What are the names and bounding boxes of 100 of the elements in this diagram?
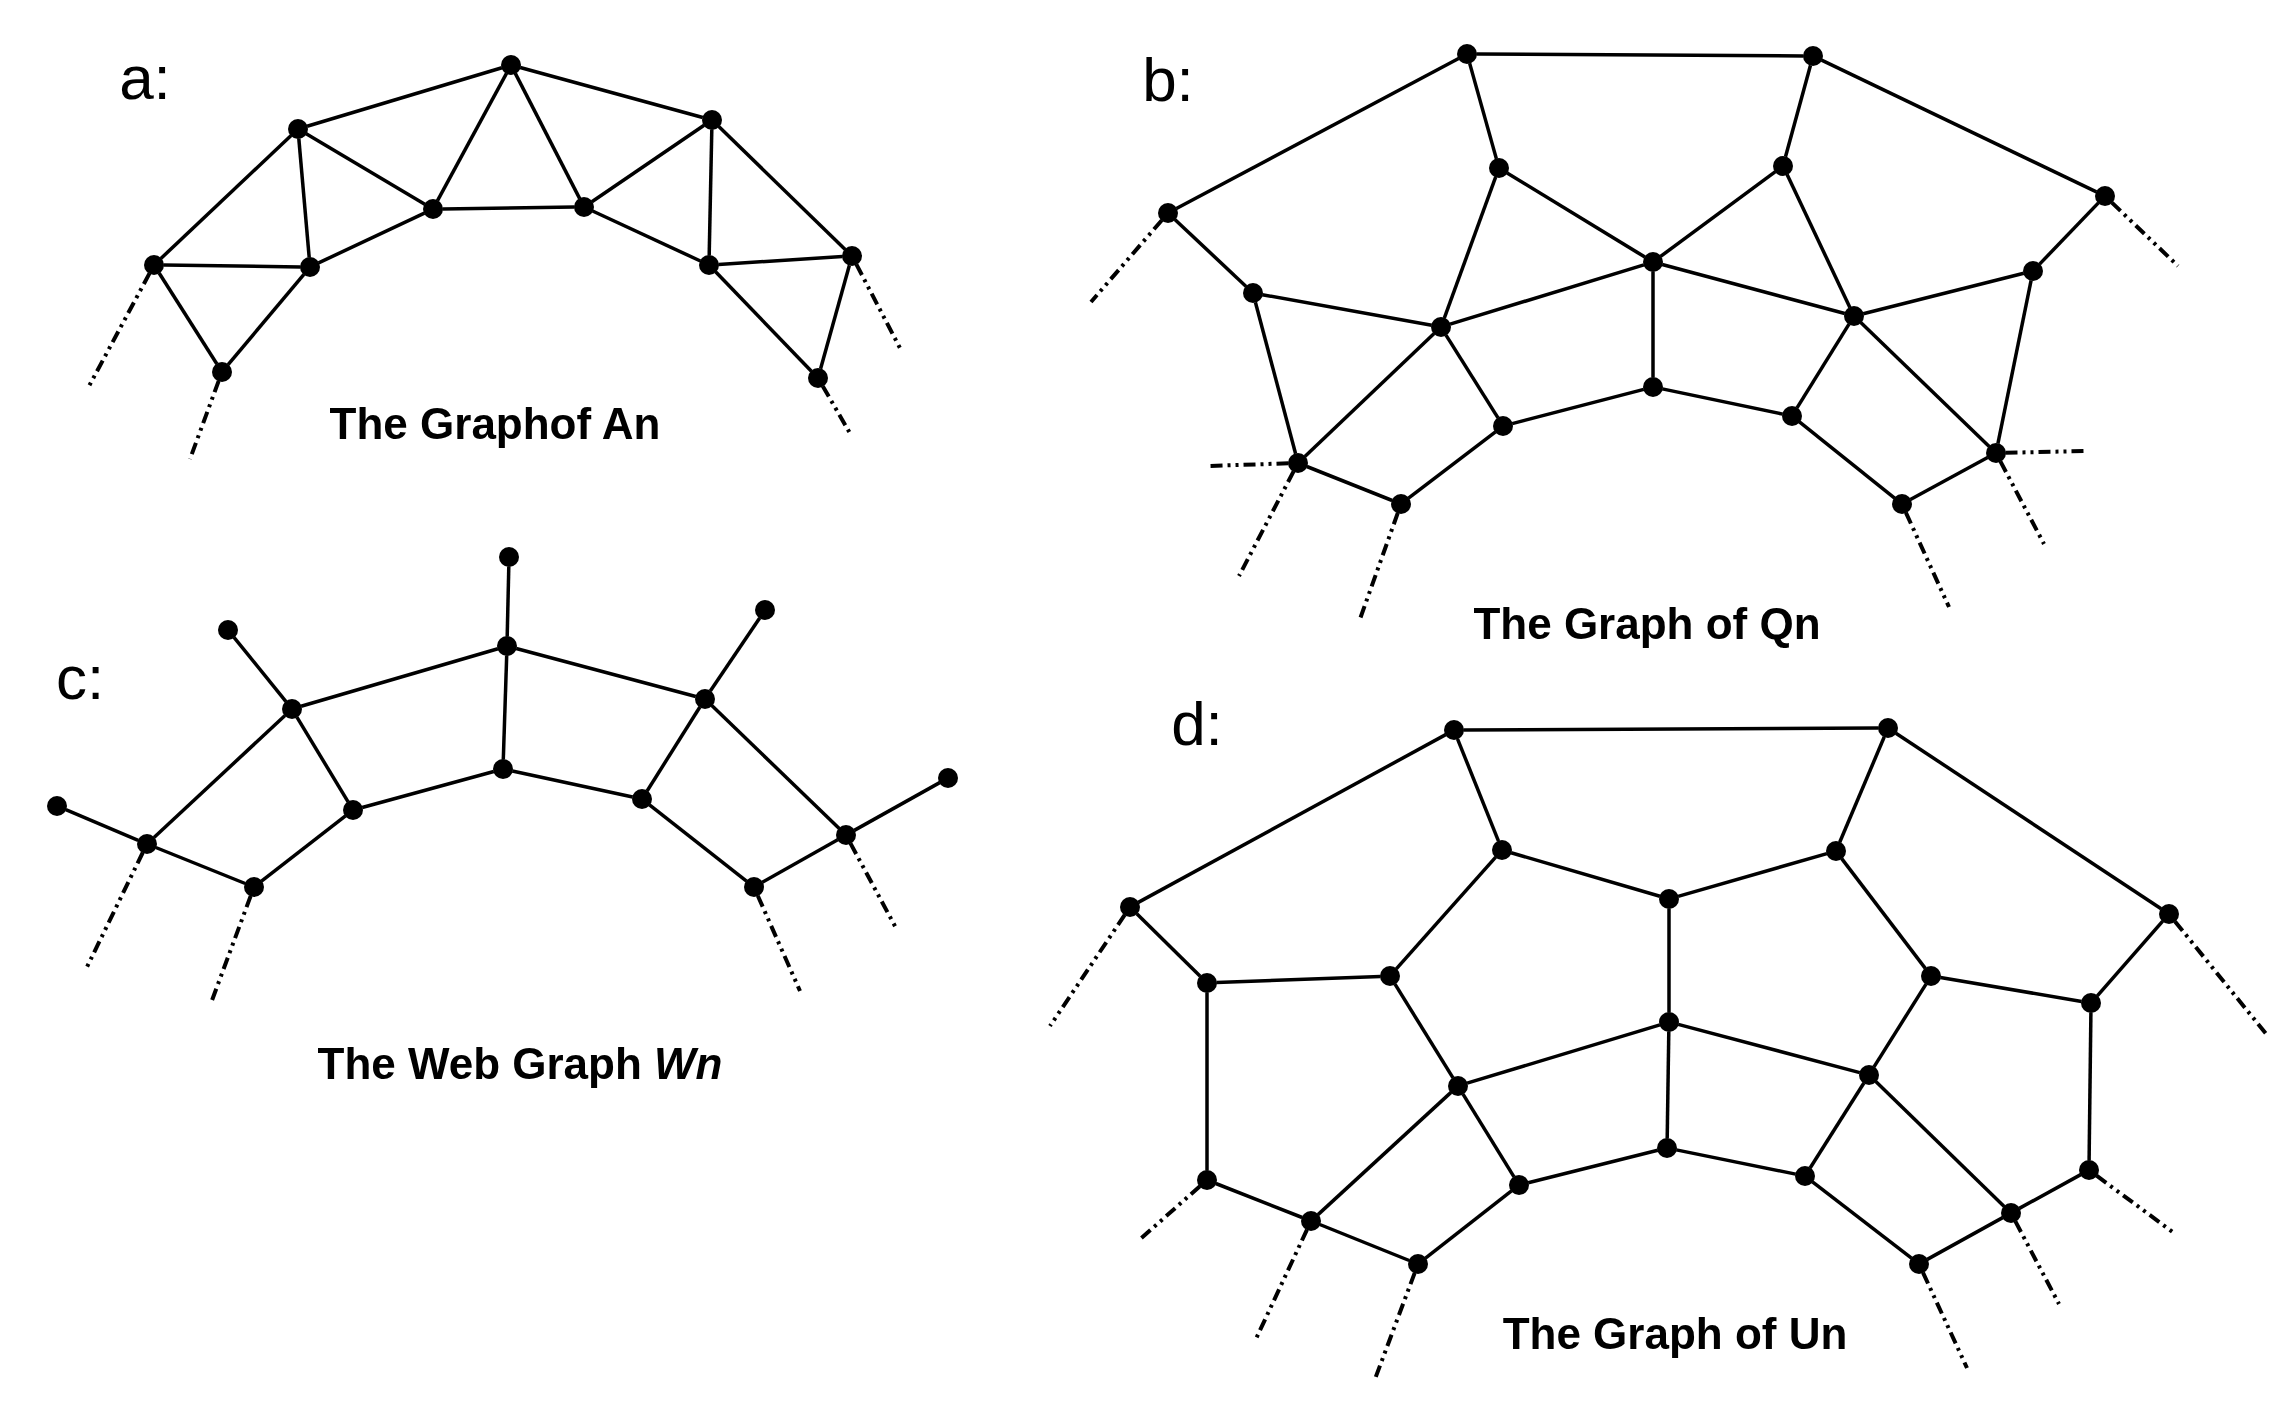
edge-line: [157, 272, 219, 365]
vertex-dot: [1489, 158, 1509, 178]
vertex-dot: [1197, 973, 1217, 993]
dashed-edge-line: [755, 894, 802, 992]
edge-line: [590, 123, 706, 204]
vertex-dot: [744, 877, 764, 897]
edge-line: [361, 769, 495, 810]
vertex-dot: [1197, 1170, 1217, 1190]
vertex-dot: [1782, 406, 1802, 426]
vertex-dot: [1301, 1211, 1321, 1231]
vertex-dot: [1380, 966, 1400, 986]
vertex-dot: [1492, 840, 1512, 860]
edge-line: [1466, 1023, 1661, 1085]
edge-line: [1862, 271, 2025, 316]
vertex-dot: [1773, 156, 1793, 176]
vertex-dot: [574, 197, 594, 217]
edge-line: [1510, 851, 1661, 898]
edge-line: [1667, 908, 1671, 1013]
dashed-edge-line: [854, 263, 903, 351]
edge-line: [505, 566, 511, 637]
edge-line: [818, 264, 852, 370]
vertex-dot: [1803, 46, 1823, 66]
edge-line: [155, 845, 246, 886]
edge-line: [1511, 387, 1645, 426]
edge-line: [1506, 171, 1646, 259]
vertex-dot: [1844, 306, 1864, 326]
vertex-dot: [1892, 494, 1912, 514]
vertex-dot: [282, 699, 302, 719]
edge-line: [1173, 218, 1248, 288]
edge-line: [305, 132, 426, 206]
edge-line: [317, 211, 426, 265]
vertex-dot: [1659, 1012, 1679, 1032]
edge-line: [152, 714, 287, 839]
vertex-dot: [1657, 1138, 1677, 1158]
edge-line: [1811, 1180, 1913, 1260]
edge-line: [1926, 1216, 2004, 1261]
vertex-dot: [1795, 1166, 1815, 1186]
edge-line: [1661, 387, 1784, 416]
vertex-dot: [2081, 993, 2101, 1013]
edge-line: [1909, 455, 1989, 502]
graph-caption: The Web Graph Wn: [317, 1039, 723, 1089]
edge-line: [1463, 726, 1879, 732]
edge-line: [853, 781, 941, 832]
edge-line: [1407, 430, 1497, 500]
vertex-dot: [218, 620, 238, 640]
edge-line: [159, 134, 293, 260]
vertex-dot: [1243, 283, 1263, 303]
vertex-dot: [1408, 1254, 1428, 1274]
edge-line: [1996, 279, 2033, 445]
vertex-dot: [1921, 966, 1941, 986]
edge-line: [1783, 64, 1813, 158]
edge-line: [1253, 301, 1298, 455]
edge-line: [1467, 62, 1499, 160]
vertex-dot: [1493, 416, 1513, 436]
edge-line: [1675, 1148, 1797, 1176]
vertex-dot: [755, 600, 775, 620]
edge-line: [718, 254, 843, 267]
vertex-dot: [1431, 317, 1451, 337]
edge-line: [707, 129, 714, 256]
panel-label: a:: [119, 43, 171, 113]
edge-line: [1795, 323, 1851, 409]
vertex-dot: [2001, 1203, 2021, 1223]
edge-line: [511, 769, 634, 799]
vertex-dot: [300, 257, 320, 277]
vertex-dot: [1878, 718, 1898, 738]
edge-line: [2096, 919, 2164, 998]
edge-line: [761, 838, 839, 884]
vertex-dot: [2095, 186, 2115, 206]
edge-line: [65, 808, 139, 842]
edge-line: [1449, 263, 1645, 326]
edge-line: [1874, 1080, 2006, 1208]
edge-line: [435, 72, 509, 202]
edge-line: [1455, 738, 1501, 842]
edge-line: [1872, 983, 1928, 1068]
vertex-dot: [1457, 44, 1477, 64]
vertex-dot: [1509, 1175, 1529, 1195]
edge-line: [1661, 262, 1846, 316]
dashed-edge-line: [1904, 511, 1951, 608]
edge-line: [1840, 857, 1927, 970]
edge-line: [295, 716, 350, 803]
graph-caption: The Graphof An: [329, 399, 661, 449]
edge-line: [1527, 1148, 1659, 1185]
edge-line: [226, 273, 306, 366]
vertex-dot: [1909, 1254, 1929, 1274]
vertex-dot: [493, 759, 513, 779]
edge-line: [708, 616, 762, 693]
vertex-dot: [695, 689, 715, 709]
edge-line: [1659, 170, 1777, 258]
edge-line: [300, 647, 499, 708]
edge-line: [1665, 1031, 1671, 1139]
dashed-edge-line: [85, 851, 145, 968]
vertex-dot: [2023, 261, 2043, 281]
vertex-dot: [137, 834, 157, 854]
dashed-edge-line: [2095, 1174, 2176, 1235]
edge-line: [1137, 733, 1447, 904]
edge-line: [297, 138, 311, 258]
vertex-dot: [1643, 377, 1663, 397]
edge-line: [163, 263, 301, 269]
edge-line: [1677, 1022, 1861, 1075]
edge-line: [306, 66, 503, 128]
